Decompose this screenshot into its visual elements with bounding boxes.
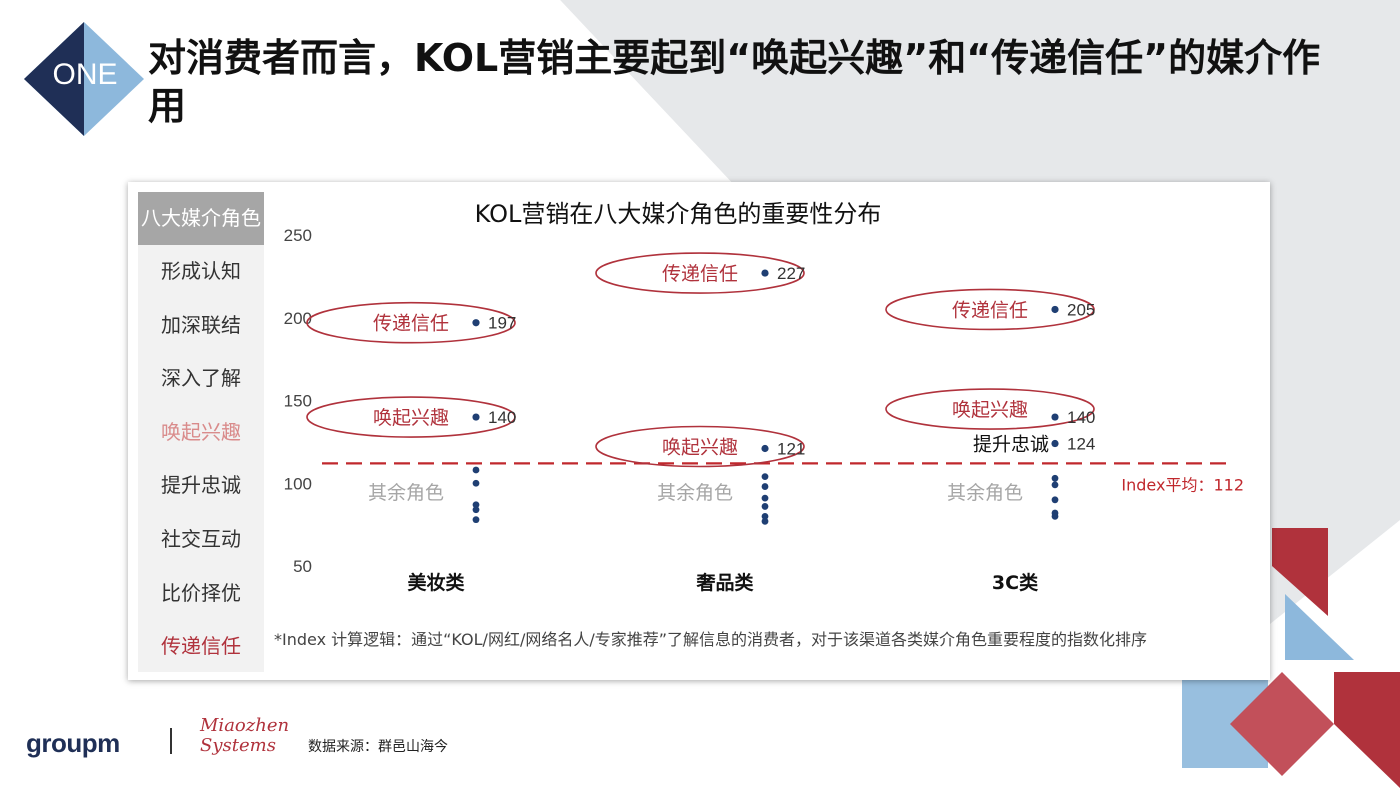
other-role-point (1051, 496, 1059, 504)
other-role-point (761, 512, 769, 520)
point-value-label: 197 (488, 314, 516, 333)
other-role-point (472, 501, 480, 509)
deco-red-shape-2 (1334, 672, 1400, 788)
callout-role-label: 传递信任 (662, 263, 738, 285)
chart-card: 八大媒介角色 形成认知加深联结深入了解唤起兴趣提升忠诚社交互动比价择优传递信任 … (128, 182, 1270, 680)
callout-ellipse (885, 288, 1095, 331)
miaozhen-logo-line2: Systems (200, 735, 276, 756)
x-category-label: 奢品类 (695, 571, 753, 594)
callout-ellipse (595, 425, 805, 468)
other-role-point (472, 506, 480, 514)
point-value-label: 227 (777, 264, 805, 283)
deco-blue-triangle-1 (1285, 594, 1354, 660)
other-role-point (1051, 481, 1059, 489)
chart-title: KOL营销在八大媒介角色的重要性分布 (474, 200, 882, 228)
other-roles-label: 其余角色 (657, 482, 733, 504)
other-role-point (761, 494, 769, 502)
callout-ellipse (306, 396, 516, 438)
other-role-point (1051, 512, 1059, 520)
point-value-label: 205 (1067, 300, 1095, 319)
callout-ellipse (595, 252, 805, 294)
x-category-label: 美妆类 (407, 571, 464, 594)
role-point (472, 413, 480, 421)
role-point (761, 269, 769, 277)
y-tick-label: 100 (284, 474, 312, 493)
sidebar-item: 提升忠诚 (161, 473, 241, 498)
y-tick-label: 150 (284, 392, 312, 411)
section-badge-icon (24, 22, 144, 136)
callout-ellipse (306, 301, 516, 344)
sidebar-item: 唤起兴趣 (161, 419, 241, 444)
other-role-point (761, 473, 769, 481)
role-point (1051, 305, 1059, 314)
sidebar-header: 八大媒介角色 (138, 192, 264, 245)
callout-ellipse (885, 388, 1095, 430)
deco-red-diamond (1230, 672, 1334, 776)
sidebar-item: 深入了解 (161, 366, 241, 391)
other-roles-label: 其余角色 (368, 482, 444, 504)
y-tick-label: 250 (284, 226, 312, 245)
data-source: 数据来源：群邑山海今 (308, 739, 448, 755)
role-point (1051, 413, 1059, 421)
other-role-point (761, 483, 769, 490)
callout-role-label: 唤起兴趣 (373, 407, 449, 429)
y-tick-label: 50 (293, 557, 312, 576)
miaozhen-logo-line1: Miaozhen (200, 715, 290, 736)
role-point (761, 444, 769, 453)
index-average-label: Index平均：112 (1121, 475, 1244, 494)
other-role-point (472, 479, 480, 487)
miaozhen-logo: Miaozhen Systems (200, 716, 289, 756)
sidebar-item: 传递信任 (161, 634, 241, 659)
point-value-label: 121 (777, 439, 805, 458)
deco-blue-square (1182, 680, 1268, 768)
footer-divider (170, 728, 172, 754)
chart-footnote: *Index 计算逻辑：通过“KOL/网红/网络名人/专家推荐”了解信息的消费者… (274, 630, 1148, 649)
x-category-label: 3C类 (992, 571, 1038, 594)
point-value-label: 140 (1067, 408, 1095, 427)
point-value-label: 124 (1067, 435, 1095, 454)
groupm-logo: groupm (26, 728, 120, 758)
callout-role-label: 唤起兴趣 (952, 399, 1028, 421)
point-role-label: 提升忠诚 (973, 434, 1049, 456)
other-role-point (761, 503, 769, 510)
role-point (1051, 439, 1059, 448)
sidebar-item: 社交互动 (161, 527, 241, 551)
other-role-point (472, 466, 480, 474)
callout-role-label: 传递信任 (373, 313, 449, 335)
callout-role-label: 唤起兴趣 (662, 436, 738, 458)
callout-role-label: 传递信任 (952, 299, 1028, 321)
page-title: 对消费者而言，KOL营销主要起到“唤起兴趣”和“传递信任”的媒介作用 (148, 36, 1321, 128)
scatter-chart: 50 100 150 200 250 美妆类 奢品类 3C类 Index平均：112 其余角色 其余… (284, 226, 1244, 594)
other-role-point (472, 516, 480, 524)
other-role-point (761, 517, 769, 525)
other-roles-label: 其余角色 (947, 482, 1023, 504)
role-point (472, 319, 480, 327)
sidebar-item: 比价择优 (161, 580, 241, 605)
sidebar-item: 形成认知 (161, 259, 241, 283)
sidebar-item: 加深联结 (161, 312, 241, 337)
y-tick-label: 200 (284, 309, 312, 328)
point-value-label: 140 (488, 408, 516, 427)
media-role-sidebar: 八大媒介角色 形成认知加深联结深入了解唤起兴趣提升忠诚社交互动比价择优传递信任 (138, 192, 264, 672)
other-role-point (1051, 474, 1059, 482)
deco-red-shape-1 (1272, 528, 1328, 616)
section-badge-text: ONE (52, 58, 118, 91)
